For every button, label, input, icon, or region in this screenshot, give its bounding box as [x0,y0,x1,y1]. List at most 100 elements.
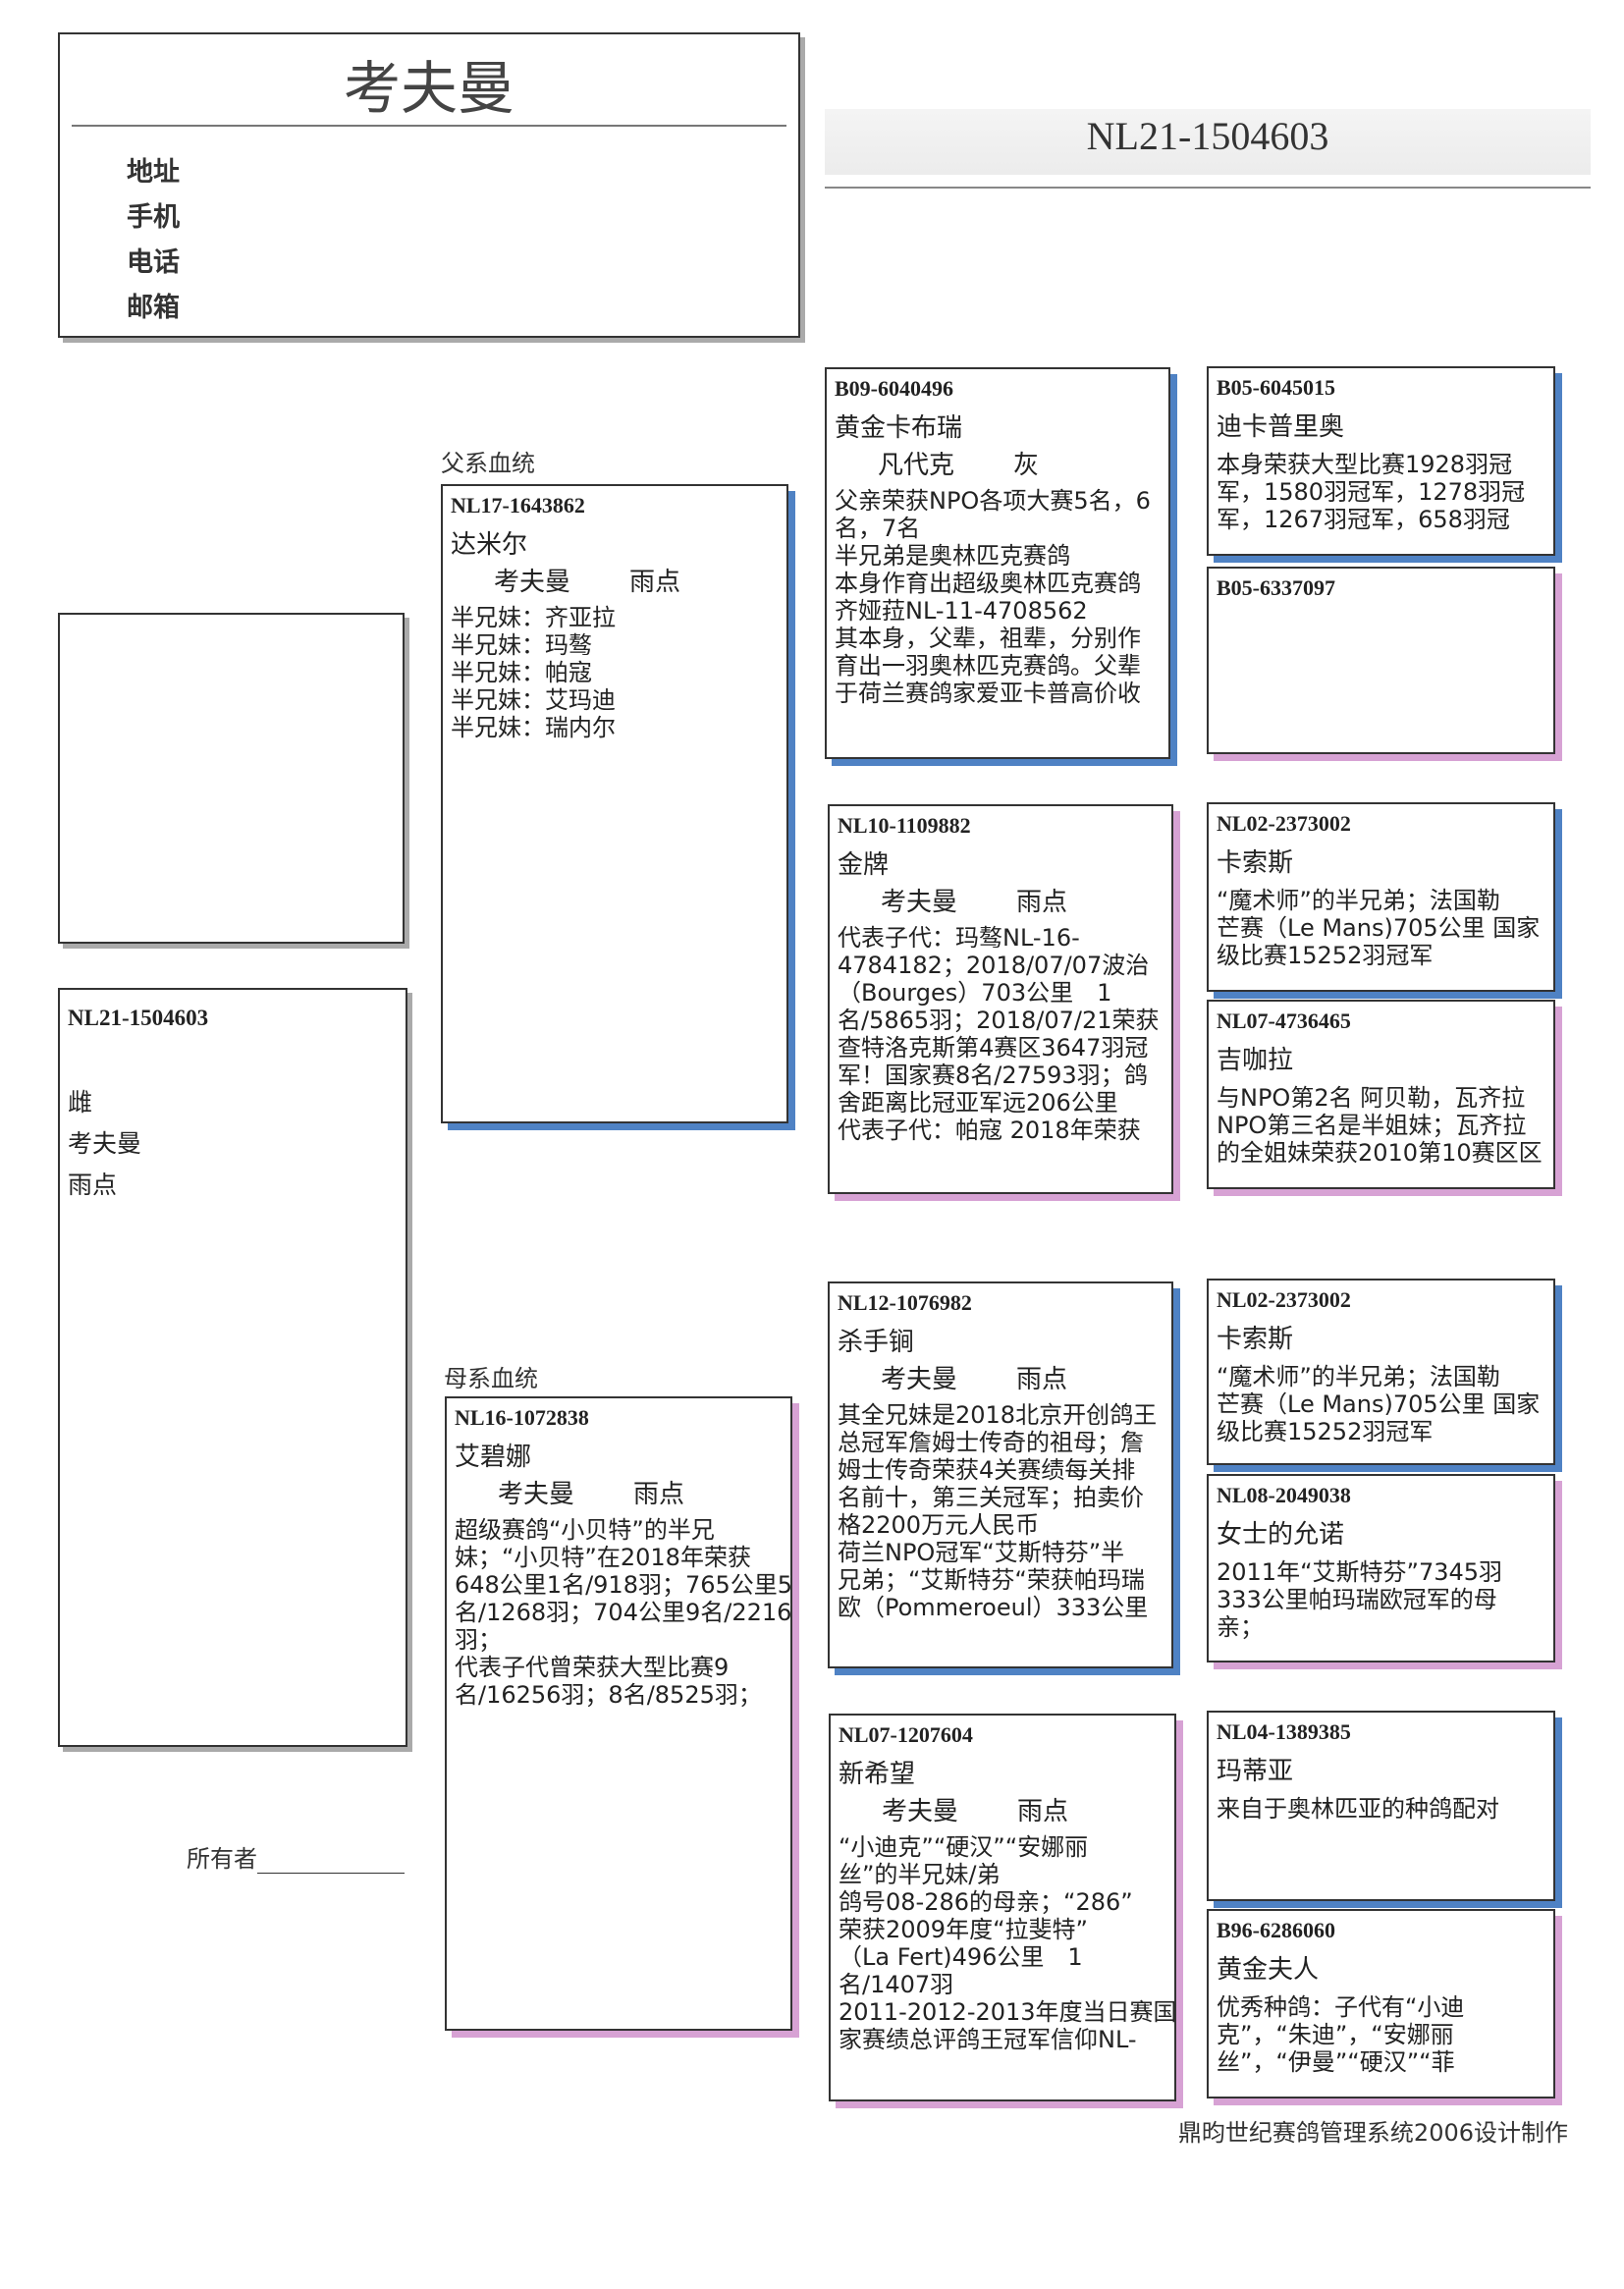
ring-number: NL08-2049038 [1217,1483,1351,1507]
note-line: 的全姐妹荣获2010第10赛区区 [1217,1139,1543,1167]
note-line: “魔术师”的半兄弟；法国勒 [1217,1363,1500,1390]
note-line: 代表子代：帕寇 2018年荣获 [838,1117,1141,1144]
note-line: 333公里帕玛瑞欧冠军的母 [1217,1586,1497,1613]
color: 雨点 [1017,1797,1069,1826]
breeder: 考夫曼 [881,1365,958,1394]
note-line: 与NPO第2名 阿贝勒，瓦齐拉 [1217,1084,1526,1112]
breeder-color-line: 考夫曼雨点 [838,889,1164,916]
pigeon-name: 玛蒂亚 [1217,1757,1294,1786]
pigeon-name: 金牌 [838,850,890,880]
ring-number: NL07-4736465 [1217,1008,1351,1033]
pigeon-id-band [825,109,1591,175]
pigeon-name: 新希望 [839,1760,916,1789]
note-line: 648公里1名/918羽；765公里5 [455,1571,792,1599]
note-line: 来自于奥林匹亚的种鸽配对 [1217,1795,1499,1823]
breeder-color-line: 凡代克灰 [835,452,1161,479]
dam-line-label: 母系血统 [444,1365,538,1392]
color: 雨点 [629,568,681,597]
note-line: 名/5865羽；2018/07/21荣获 [838,1007,1160,1034]
note-line: 兄弟；“艾斯特芬“荣获帕玛瑞 [838,1566,1145,1594]
ring-number: NL17-1643862 [451,493,585,518]
ring-number: NL16-1072838 [455,1405,589,1430]
note-line: 于荷兰赛鸽家爱亚卡普高价收 [835,680,1141,707]
pigeon-name: 艾碧娜 [455,1443,532,1472]
note-line: 鸽号08-286的母亲；“286” [839,1888,1133,1916]
note-line: 军！国家赛8名/27593羽；鸽 [838,1062,1148,1089]
note-line: “小迪克”“硬汉”“安娜丽 [839,1833,1089,1861]
owner-header-box: 考夫曼 地址 手机 电话 邮箱 [58,32,800,338]
note-line: 半兄妹：齐亚拉 [451,604,616,631]
note-line: 半兄弟是奥林匹克赛鸽 [835,542,1070,570]
ring-number: NL02-2373002 [1217,1287,1351,1312]
note-line: 其全兄妹是2018北京开创鸽王 [838,1401,1158,1429]
contact-email-label: 邮箱 [127,293,180,323]
note-line: 优秀种鸽：子代有“小迪 [1217,1993,1465,2021]
note-line: 2011-2012-2013年度当日赛国 [839,1998,1176,2026]
note-line: 军，1267羽冠军，658羽冠 [1217,506,1510,533]
ring-number: NL10-1109882 [838,813,971,838]
breeder: 考夫曼 [882,1797,959,1826]
note-line: 格2200万元人民币 [838,1511,1040,1539]
note-line: 家赛绩总评鸽王冠军信仰NL- [839,2026,1137,2053]
breeder: 考夫曼 [881,888,958,917]
pigeon-name: 女士的允诺 [1217,1520,1345,1550]
subject-sex: 雌 [68,1088,93,1117]
note-line: 代表子代曾荣获大型比赛9 [455,1654,730,1681]
breeder-color-line: 考夫曼 雨点 [839,1798,1166,1826]
header-divider [72,125,786,127]
pedigree-card-ssd: B05-6337097 [1207,567,1555,754]
note-line: 级比赛15252羽冠军 [1217,1418,1434,1445]
sire-line-label: 父系血统 [441,450,535,477]
color: 雨点 [1016,1365,1068,1394]
note-line: 齐娅菈NL-11-4708562 [835,597,1088,625]
note-line: 半兄妹：瑞内尔 [451,714,616,741]
pigeon-name: 达米尔 [451,530,528,560]
note-line: 4784182；2018/07/07波治 [838,952,1150,979]
breeder-color-line: 考夫曼 雨点 [838,1366,1164,1393]
subject-id: NL21-1504603 [68,1006,209,1030]
pigeon-name: 卡索斯 [1217,848,1294,878]
breeder: 考夫曼 [494,568,571,597]
ring-number: B05-6045015 [1217,375,1335,400]
subject-breeder: 考夫曼 [68,1129,142,1158]
note-line: 荷兰NPO冠军“艾斯特芬”半 [838,1539,1125,1566]
contact-address-label: 地址 [127,157,180,188]
breeder: 凡代克 [878,451,955,480]
ring-number: B09-6040496 [835,376,953,401]
breeder: 考夫曼 [498,1480,575,1509]
subject-info-box: NL21-1504603 雌 考夫曼 雨点 [58,988,407,1747]
owner-label: 所有者 [187,1845,257,1873]
pigeon-name: 黄金卡布瑞 [835,413,963,443]
breeder-color-line: 考夫曼雨点 [455,1481,783,1508]
note-line: （Bourges）703公里 1 [838,979,1112,1007]
subject-color: 雨点 [68,1171,118,1199]
pigeon-photo-placeholder [58,613,405,944]
owner-blank [257,1851,405,1874]
pigeon-name: 迪卡普里奥 [1217,412,1345,442]
note-line: 芒赛（Le Mans)705公里 国家 [1217,1390,1541,1418]
note-line: 名/1268羽；704公里9名/2216 [455,1599,792,1626]
note-line: NPO第三名是半姐妹；瓦齐拉 [1217,1112,1527,1139]
note-line: 半兄妹：帕寇 [451,659,592,686]
ring-number: B96-6286060 [1217,1918,1335,1942]
owner-name: 考夫曼 [343,55,514,122]
note-line: 亲； [1217,1613,1264,1641]
note-line: 军，1580羽冠军，1278羽冠 [1217,478,1526,506]
note-line: 总冠军詹姆士传奇的祖母；詹 [838,1429,1144,1456]
note-line: 芒赛（Le Mans)705公里 国家 [1217,914,1541,942]
pigeon-id-title: NL21-1504603 [1086,114,1329,158]
note-line: “魔术师”的半兄弟；法国勒 [1217,887,1500,914]
note-line: （La Fert)496公里 1 [839,1943,1083,1971]
note-line: 半兄妹：艾玛迪 [451,686,616,714]
